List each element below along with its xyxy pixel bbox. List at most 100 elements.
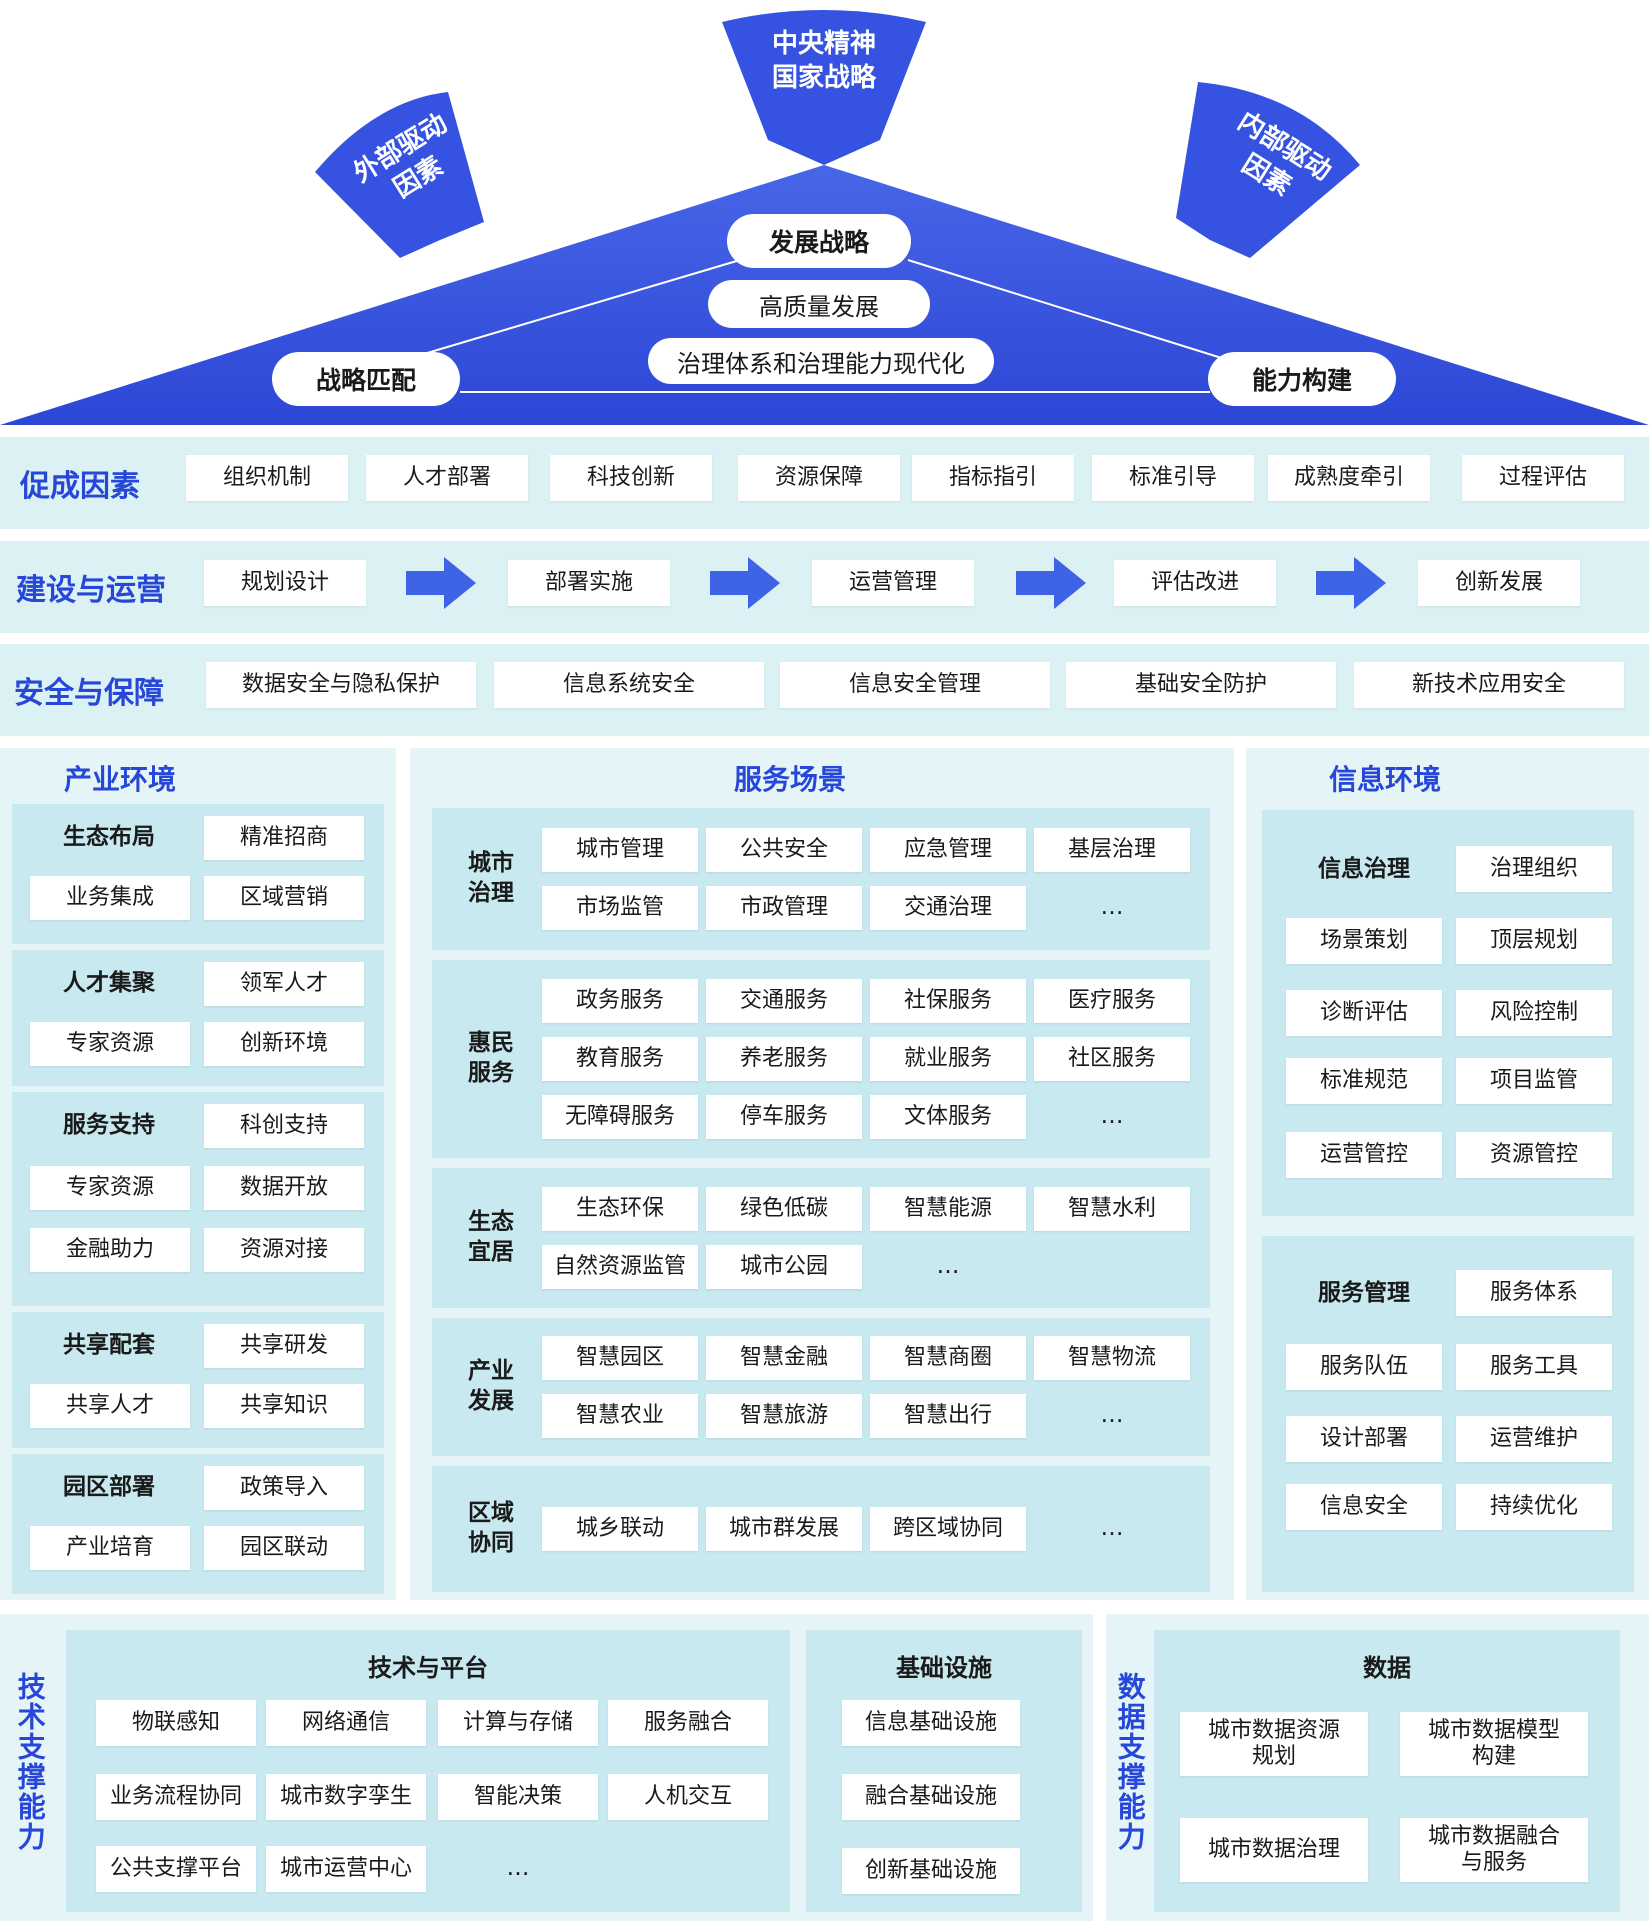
- center-fan-line1: 中央精神: [771, 29, 876, 59]
- platform-item: 网络通信: [266, 1700, 426, 1746]
- info-item: 场景策划: [1286, 918, 1442, 964]
- security-item: 基础安全防护: [1066, 662, 1336, 708]
- right-arrow-icon: [406, 557, 476, 609]
- infra-item: 创新基础设施: [842, 1848, 1020, 1894]
- service-item: 城市公园: [706, 1245, 862, 1289]
- industry-item: 共享知识: [204, 1384, 364, 1428]
- enabler-item: 标准引导: [1092, 455, 1254, 501]
- industry-item: 科创支持: [204, 1104, 364, 1148]
- infra-title: 基础设施: [896, 1654, 992, 1682]
- enabler-item: 科技创新: [550, 455, 712, 501]
- service-item: 就业服务: [870, 1037, 1026, 1081]
- security-item: 数据安全与隐私保护: [206, 662, 476, 708]
- right-arrow-icon: [710, 557, 780, 609]
- industry-item: 专家资源: [30, 1022, 190, 1066]
- build-step: 部署实施: [508, 560, 670, 606]
- info-item: 资源管控: [1456, 1132, 1612, 1178]
- service-item: 社区服务: [1034, 1037, 1190, 1081]
- service-item: 基层治理: [1034, 828, 1190, 872]
- more-ellipsis: …: [1100, 894, 1124, 921]
- data-support-title: 数据支撑能力: [1114, 1672, 1152, 1852]
- service-item: 教育服务: [542, 1037, 698, 1081]
- enabler-item: 指标指引: [912, 455, 1074, 501]
- service-item: 绿色低碳: [706, 1187, 862, 1231]
- industry-item: 数据开放: [204, 1166, 364, 1210]
- service-group-title-text: 惠民服务: [468, 1030, 514, 1086]
- industry-group-title: 共享配套: [63, 1332, 155, 1359]
- service-item: 养老服务: [706, 1037, 862, 1081]
- enabler-item: 组织机制: [186, 455, 348, 501]
- service-item: 应急管理: [870, 828, 1026, 872]
- more-ellipsis: …: [1100, 1402, 1124, 1429]
- industry-item: 区域营销: [204, 876, 364, 920]
- data-item: 城市数据融合 与服务: [1400, 1818, 1588, 1882]
- build-title: 建设与运营: [16, 573, 166, 608]
- industry-item: 业务集成: [30, 876, 190, 920]
- left-fan-shape: [315, 92, 484, 258]
- right-fan-shape: [1176, 82, 1360, 258]
- info-item: 治理组织: [1456, 846, 1612, 892]
- info-group-title: 服务管理: [1318, 1280, 1410, 1307]
- infra-item: 信息基础设施: [842, 1700, 1020, 1746]
- info-item: 项目监管: [1456, 1058, 1612, 1104]
- service-group-title: 区域协同: [446, 1466, 536, 1592]
- service-item: 交通治理: [870, 886, 1026, 930]
- service-item: 市场监管: [542, 886, 698, 930]
- more-ellipsis: …: [506, 1855, 530, 1882]
- industry-item: 领军人才: [204, 962, 364, 1006]
- service-title: 服务场景: [733, 763, 846, 796]
- info-item: 运营维护: [1456, 1416, 1612, 1462]
- tech-support-title: 技术支撑能力: [14, 1672, 52, 1852]
- industry-group-title: 园区部署: [63, 1474, 155, 1501]
- service-item: 市政管理: [706, 886, 862, 930]
- service-item: 智慧商圈: [870, 1336, 1026, 1380]
- info-item: 顶层规划: [1456, 918, 1612, 964]
- enabler-item: 人才部署: [366, 455, 528, 501]
- info-group-title: 信息治理: [1318, 856, 1410, 883]
- service-group-title: 生态宜居: [446, 1168, 536, 1308]
- more-ellipsis: …: [936, 1253, 960, 1280]
- build-step: 运营管理: [812, 560, 974, 606]
- service-group-title: 城市治理: [446, 808, 536, 950]
- build-step: 评估改进: [1114, 560, 1276, 606]
- more-ellipsis: …: [1100, 1103, 1124, 1130]
- industry-title: 产业环境: [63, 763, 176, 796]
- infra-item: 融合基础设施: [842, 1774, 1020, 1820]
- service-group-title: 产业发展: [446, 1318, 536, 1456]
- data-support-title-text: 数据支撑能力: [1113, 1672, 1147, 1852]
- platform-item: 计算与存储: [438, 1700, 598, 1746]
- enabler-item: 过程评估: [1462, 455, 1624, 501]
- build-step: 创新发展: [1418, 560, 1580, 606]
- right-arrow-icon: [1016, 557, 1086, 609]
- service-item: 自然资源监管: [542, 1245, 698, 1289]
- industry-item: 共享人才: [30, 1384, 190, 1428]
- service-item: 社保服务: [870, 979, 1026, 1023]
- industry-group-title: 人才集聚: [63, 970, 155, 997]
- service-group-title-text: 生态宜居: [468, 1209, 514, 1265]
- high-quality-development: 高质量发展: [708, 280, 930, 328]
- service-item: 智慧旅游: [706, 1394, 862, 1438]
- industry-group-title: 生态布局: [63, 824, 155, 851]
- service-group-title: 惠民服务: [446, 960, 536, 1158]
- service-item: 智慧金融: [706, 1336, 862, 1380]
- enabler-item: 成熟度牵引: [1268, 455, 1430, 501]
- info-item: 运营管控: [1286, 1132, 1442, 1178]
- center-fan-label: 中央精神 国家战略: [744, 28, 904, 96]
- info-item: 信息安全: [1286, 1484, 1442, 1530]
- service-item: 智慧出行: [870, 1394, 1026, 1438]
- info-item: 服务工具: [1456, 1344, 1612, 1390]
- service-item: 政务服务: [542, 979, 698, 1023]
- service-item: 城乡联动: [542, 1507, 698, 1551]
- service-item: 文体服务: [870, 1095, 1026, 1139]
- info-item: 诊断评估: [1286, 990, 1442, 1036]
- platform-item: 人机交互: [608, 1774, 768, 1820]
- build-step: 规划设计: [204, 560, 366, 606]
- platform-item: 城市数字孪生: [266, 1774, 426, 1820]
- strategy-matching: 战略匹配: [272, 352, 460, 406]
- industry-item: 园区联动: [204, 1526, 364, 1570]
- center-fan-shape: [722, 10, 926, 165]
- industry-item: 专家资源: [30, 1166, 190, 1210]
- service-item: 城市群发展: [706, 1507, 862, 1551]
- industry-item: 创新环境: [204, 1022, 364, 1066]
- platform-title: 技术与平台: [368, 1654, 488, 1682]
